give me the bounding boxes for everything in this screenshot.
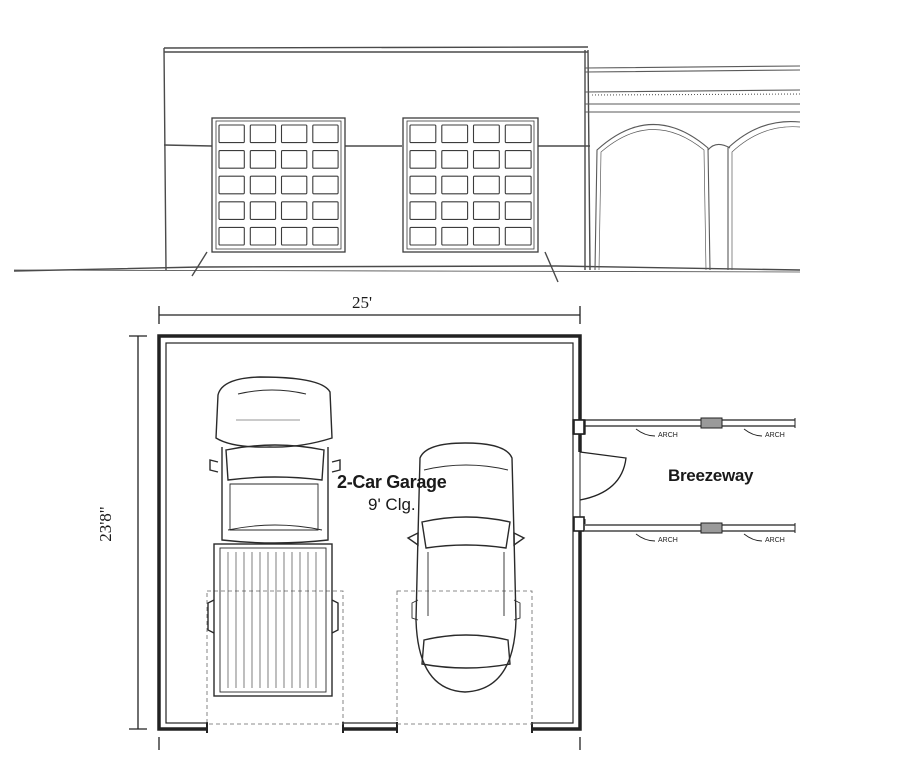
garage-ceiling-height: 9' Clg. — [368, 495, 416, 514]
door-window-pane — [504, 175, 532, 195]
door-window-pane — [312, 124, 339, 144]
door-window-pane — [472, 226, 500, 246]
door-window-pane — [409, 201, 437, 220]
door-window-pane — [218, 226, 245, 246]
door-window-pane — [504, 124, 532, 144]
door-window-pane — [504, 150, 532, 169]
door-window-pane — [504, 201, 532, 220]
garage-room-name: 2-Car Garage — [337, 472, 447, 492]
door-window-pane — [249, 201, 277, 220]
door-window-pane — [409, 175, 437, 195]
door-window-pane — [472, 124, 500, 144]
door-window-pane — [218, 150, 245, 169]
door-window-pane — [280, 150, 308, 169]
arch-label: ARCH — [765, 537, 785, 544]
door-window-pane — [472, 150, 500, 169]
garage-door-icon-right — [402, 117, 539, 253]
door-window-pane — [441, 175, 469, 195]
door-swing-icon — [572, 419, 627, 532]
breezeway-elevation — [584, 65, 801, 271]
arch-label: ARCH — [658, 432, 678, 439]
door-window-pane — [472, 175, 500, 195]
door-window-pane — [441, 226, 469, 246]
arch-label: ARCH — [765, 432, 785, 439]
door-window-pane — [312, 226, 339, 246]
door-window-pane — [441, 124, 469, 144]
door-window-pane — [280, 124, 308, 144]
width-dimension-line — [158, 306, 581, 324]
breezeway-room-name: Breezeway — [668, 466, 754, 485]
door-window-pane — [280, 175, 308, 195]
door-window-pane — [218, 175, 245, 195]
door-window-pane — [249, 226, 277, 246]
truck-icon — [207, 376, 341, 697]
front-elevation — [13, 46, 801, 283]
garage-walls — [157, 334, 582, 731]
door-window-pane — [218, 201, 245, 220]
door-window-pane — [441, 201, 469, 220]
door-window-pane — [409, 124, 437, 144]
door-window-pane — [280, 226, 308, 246]
door-window-pane — [249, 175, 277, 195]
depth-dimension-label: 23'8" — [95, 506, 115, 542]
door-window-pane — [312, 175, 339, 195]
door-window-pane — [249, 124, 277, 144]
door-window-pane — [280, 201, 308, 220]
door-window-pane — [249, 150, 277, 169]
car-icon — [406, 442, 526, 693]
door-window-pane — [218, 124, 245, 144]
depth-dimension-line — [129, 335, 581, 750]
garage-door-panels-left — [218, 124, 339, 246]
width-dimension-label: 25' — [352, 293, 373, 312]
garage-door-panels-right — [409, 124, 532, 246]
garage-door-openings — [206, 590, 533, 733]
door-window-pane — [472, 201, 500, 220]
door-window-pane — [409, 150, 437, 169]
garage-door-icon-left — [211, 117, 346, 253]
door-window-pane — [312, 150, 339, 169]
door-window-pane — [409, 226, 437, 246]
door-window-pane — [312, 201, 339, 220]
breezeway-plan — [584, 417, 796, 542]
door-window-pane — [441, 150, 469, 169]
door-window-pane — [504, 226, 532, 246]
arch-label: ARCH — [658, 537, 678, 544]
